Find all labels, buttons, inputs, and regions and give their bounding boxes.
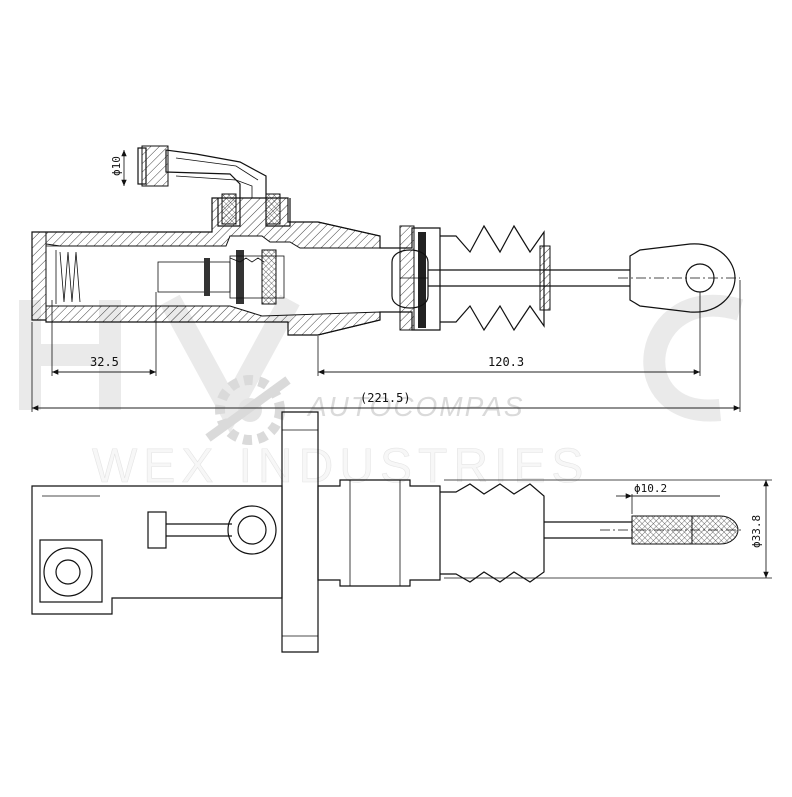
hose-end (137, 147, 147, 185)
upper-wall-hatch (32, 197, 381, 249)
piston (157, 261, 231, 293)
plan-dust-boot (440, 483, 545, 583)
inlet-pipe (165, 149, 267, 198)
port-ring-outer (227, 505, 277, 555)
watermark-company: WEX INDUSTRIES (92, 440, 589, 493)
rod-diameter-label: ϕ10.2 (634, 482, 667, 495)
end-wall (31, 231, 47, 321)
rear-eye-inner (55, 559, 81, 585)
watermark-brand: AUTOCOMPAS (306, 391, 525, 422)
port-seal-left (221, 193, 237, 225)
return-spring (59, 251, 81, 303)
dust-boot (440, 224, 545, 332)
rear-eye-block (39, 539, 103, 603)
port-seal-right (265, 193, 281, 225)
plan-view: ϕ10.2 ϕ33.8 (31, 411, 772, 653)
snap-ring (418, 232, 426, 328)
plan-body (31, 485, 283, 615)
piston-seal-a (204, 258, 210, 296)
port-ring-inner (237, 515, 267, 545)
section-view: ϕ10 32.5 120.3 (221.5) (31, 145, 741, 412)
overall-length-label: (221.5) (360, 391, 411, 405)
piston-rod-body (229, 255, 285, 299)
spring-offset-label: 32.5 (90, 355, 119, 369)
boot-clip (539, 245, 551, 311)
rear-eye-outer (43, 547, 93, 597)
pushrod-ball (391, 249, 429, 309)
mount-height-label: ϕ33.8 (750, 515, 763, 548)
port-stub (147, 511, 167, 549)
plan-barrel (317, 479, 441, 587)
piston-spring (229, 257, 265, 263)
piston-seal-b (236, 250, 244, 304)
lower-wall-hatch (45, 305, 381, 336)
pushrod-length-label: 120.3 (488, 355, 524, 369)
inlet-pipe-inner (175, 157, 259, 198)
pipe-diameter-label: ϕ10 (110, 156, 123, 176)
rod-seal (261, 249, 277, 305)
